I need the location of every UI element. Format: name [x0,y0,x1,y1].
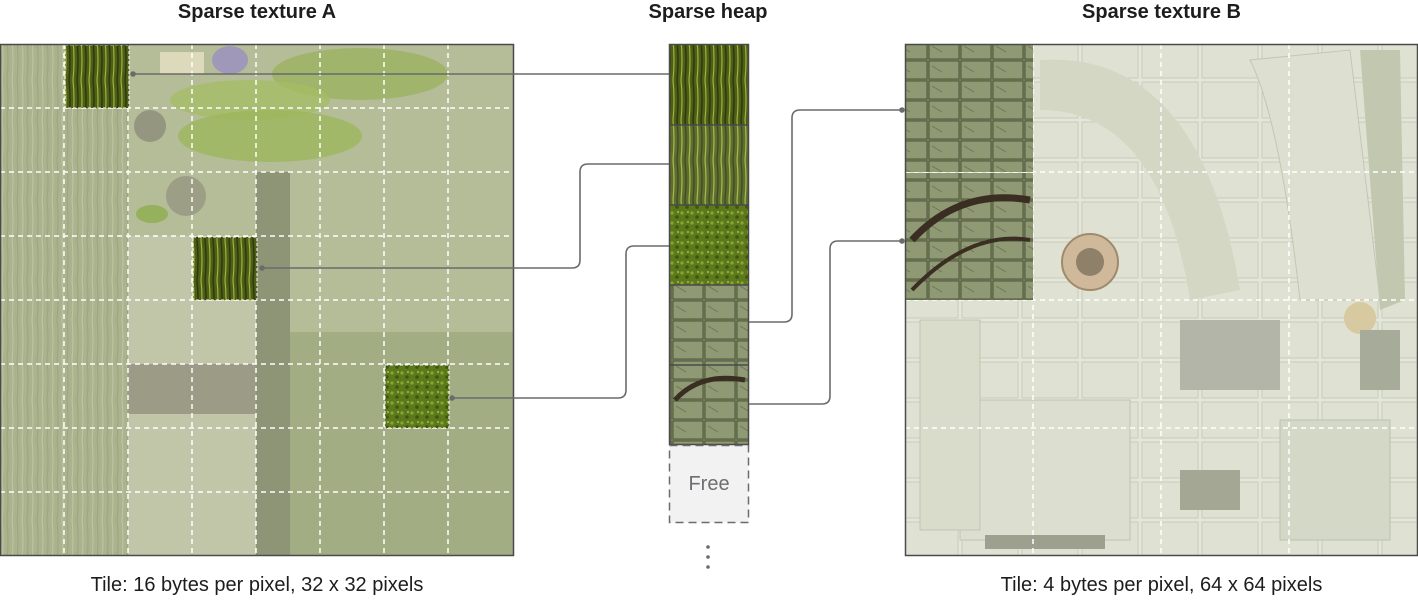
heap-slot-dividers [669,124,749,366]
texture-b-block [919,319,981,531]
heap-more-dot [706,545,710,549]
texture-a-flower [134,110,166,142]
texture-b-ornament [1344,302,1376,334]
texture-a [0,43,515,557]
texture-a-caption: Tile: 16 bytes per pixel, 32 x 32 pixels [90,574,424,596]
connectors [133,73,902,405]
texture-a-leaf [170,80,330,120]
texture-b-block [1279,419,1391,541]
texture-a-title: Sparse texture A [177,1,337,23]
texture-b-block [1180,470,1240,510]
texture-b-mapped-tile-2-edge [910,236,1031,292]
heap-more-dot [706,555,710,559]
texture-b-caption: Tile: 4 bytes per pixel, 64 x 64 pixels [1000,574,1323,596]
texture-a-border [0,43,515,557]
connector-endpoints [130,71,905,401]
texture-a-flower [212,46,248,74]
texture-a-mapped-tile-2 [192,236,258,301]
heap-tile-moss [669,205,749,285]
connector-heap4-b1 [749,109,902,323]
texture-b-block [959,399,1131,541]
heap-tile-stone-1 [669,285,749,365]
texture-a-mapped-tile-1 [64,44,130,109]
texture-b-arch [1249,49,1381,301]
texture-a-mapped-tile-3 [384,364,450,429]
texture-b-arch [1040,59,1240,300]
texture-b-block [1180,320,1280,390]
connector-a2-heap2 [262,163,669,269]
texture-b-mapped-tile-1 [906,45,1033,172]
texture-b-block [1360,330,1400,390]
texture-b-title: Sparse texture B [1082,1,1241,23]
connector-heap5-b2 [749,240,902,405]
heap-more-dot [706,565,710,569]
texture-b [904,43,1418,557]
heap-tile-grass-2 [669,125,749,205]
free-slot-label: Free [688,473,730,495]
texture-b-step [985,535,1105,549]
heap-tile-stone-2-edge [673,375,746,402]
texture-b-mapped-tile-2 [906,173,1033,300]
texture-a-leaf [178,110,362,162]
heap-tile-grass-1 [669,45,749,125]
connector-a3-heap3 [452,245,669,399]
texture-b-mapped-tile-2-edge [909,194,1031,243]
texture-a-patch [160,52,204,74]
sparse-heap [668,43,750,569]
heap-title: Sparse heap [648,1,768,23]
texture-a-leaf [136,205,168,223]
texture-b-column [1360,50,1405,310]
heap-border [668,43,750,446]
texture-b-ornament [1076,248,1104,276]
heap-free-slot [668,444,750,524]
texture-a-flower [166,176,206,216]
